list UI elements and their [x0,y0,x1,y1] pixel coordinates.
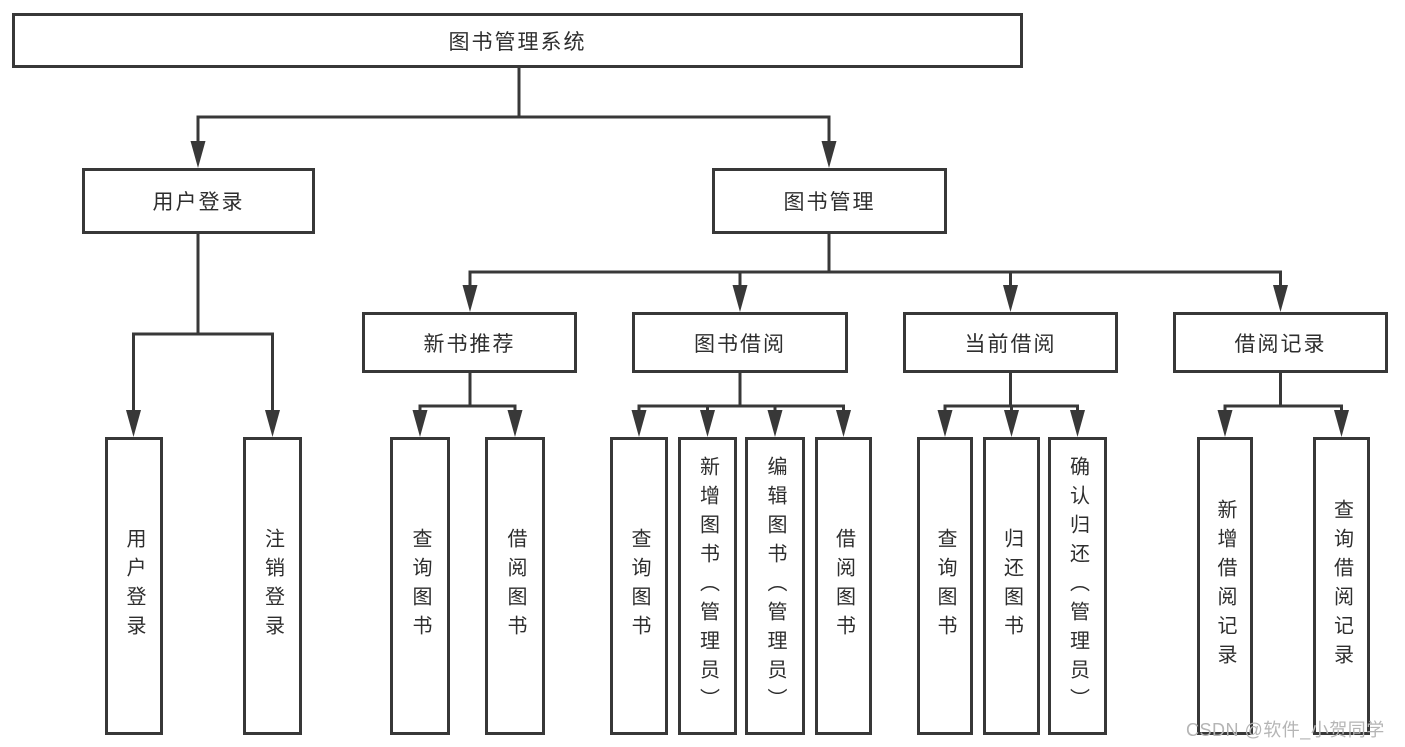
node-label: 借阅图书 [832,528,855,644]
node-library-management-system: 图书管理系统 [12,13,1023,68]
leaf-return-book: 归还图书 [983,437,1040,735]
node-label: 查询图书 [409,528,431,644]
node-label: 新增借阅记录 [1214,499,1236,673]
node-new-book-recommendation: 新书推荐 [362,312,577,373]
csdn-watermark: CSDN @软件_小贺同学 [1186,720,1385,740]
node-book-borrowing: 图书借阅 [632,312,848,373]
node-label: 查询借阅记录 [1330,499,1353,673]
node-label: 借阅记录 [1234,332,1327,356]
node-current-borrowing: 当前借阅 [903,312,1118,373]
leaf-query-borrow-record: 查询借阅记录 [1313,437,1370,735]
leaf-add-book-admin: 新增图书（管理员） [678,437,737,735]
connector-book-mgmt-sections [462,233,1288,312]
node-label: 查询图书 [934,528,956,644]
node-label: 当前借阅 [964,332,1057,356]
node-label: 归还图书 [1000,528,1023,644]
node-label: 用户登录 [123,528,145,644]
leaf-query-books-current: 查询图书 [917,437,973,735]
node-label: 确认归还（管理员） [1066,455,1089,717]
leaf-user-login: 用户登录 [105,437,163,735]
node-user-login: 用户登录 [82,168,315,234]
node-label: 编辑图书（管理员） [764,455,786,717]
leaf-borrow-books-borrowing: 借阅图书 [815,437,872,735]
node-label: 图书借阅 [694,332,786,356]
node-label: 借阅图书 [504,528,526,644]
connector-root-to-level2 [190,68,837,168]
leaf-query-books-recommend: 查询图书 [390,437,450,735]
node-label: 查询图书 [628,528,650,644]
connector-new-book-children [412,373,523,437]
connector-borrow-records-children [1217,373,1349,437]
leaf-confirm-return-admin: 确认归还（管理员） [1048,437,1107,735]
leaf-edit-book-admin: 编辑图书（管理员） [745,437,805,735]
leaf-add-borrow-record: 新增借阅记录 [1197,437,1253,735]
connector-book-borrow-children [631,373,851,437]
node-label: 用户登录 [152,191,245,214]
leaf-borrow-books-recommend: 借阅图书 [485,437,545,735]
node-label: 图书管理系统 [448,30,587,54]
connector-current-borrow-children [937,373,1085,437]
node-label: 注销登录 [261,528,284,644]
node-label: 图书管理 [783,191,876,214]
node-label: 新书推荐 [423,332,516,356]
node-book-management: 图书管理 [712,168,947,234]
node-borrowing-records: 借阅记录 [1173,312,1388,373]
node-label: 新增图书（管理员） [696,455,719,717]
connector-user-login-children [126,233,280,437]
leaf-logout: 注销登录 [243,437,302,735]
leaf-query-books-borrowing: 查询图书 [610,437,668,735]
